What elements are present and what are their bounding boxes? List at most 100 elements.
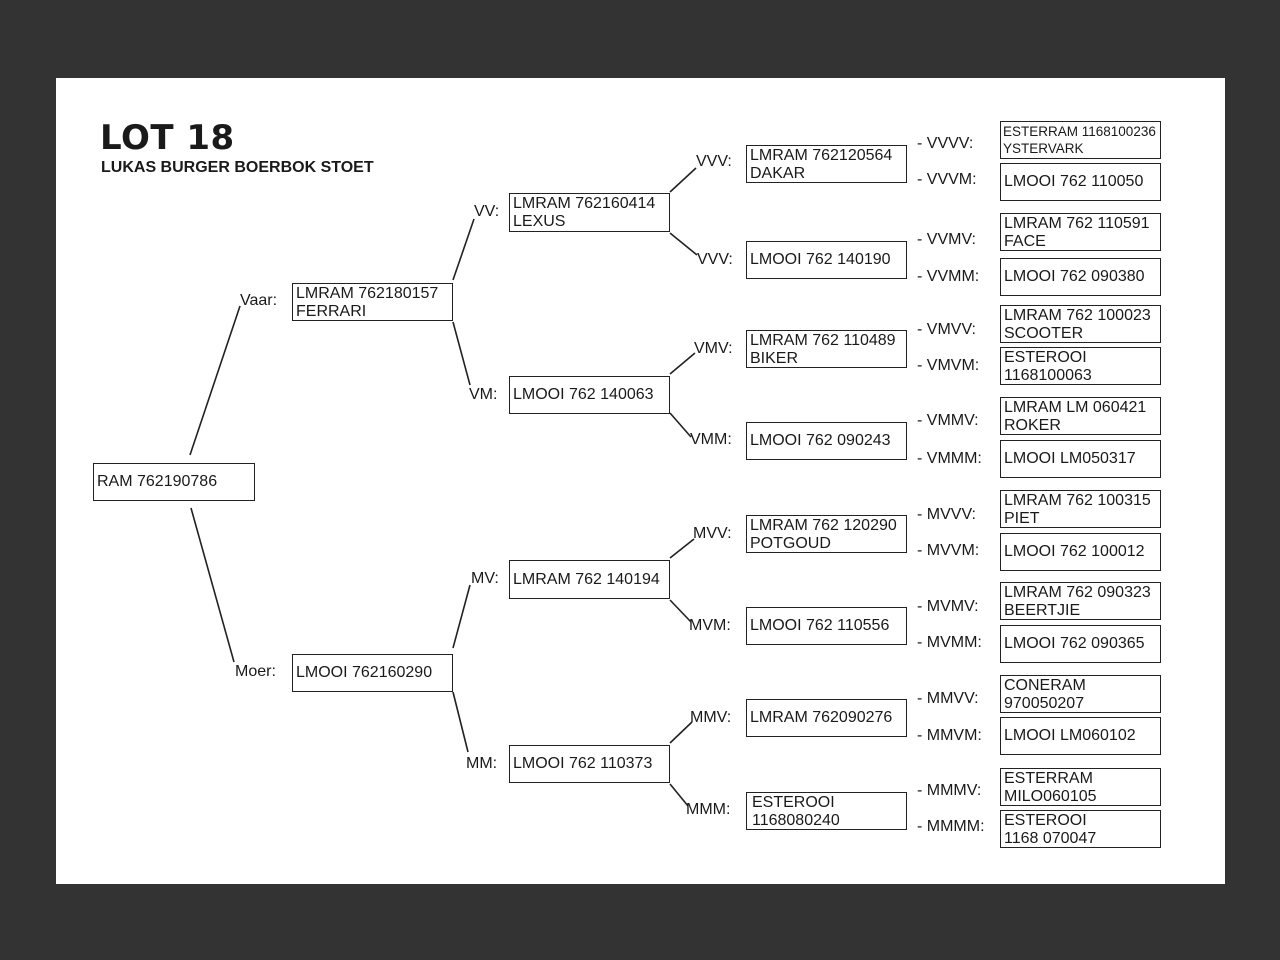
label-vvv: VVV: xyxy=(696,153,732,170)
box-vmvm: ESTEROOI 1168100063 xyxy=(1000,347,1161,385)
mmvv-number: 970050207 xyxy=(1004,695,1085,712)
label-mvvm: - MVVM: xyxy=(917,542,980,559)
vmvm-id: ESTEROOI xyxy=(1004,349,1087,366)
breeder-subtitle: LUKAS BURGER BOERBOK STOET xyxy=(101,159,374,176)
mmv-id: LMRAM 762090276 xyxy=(750,709,893,726)
label-moer: Moer: xyxy=(235,663,276,680)
box-moer: LMOOI 762160290 xyxy=(292,654,453,692)
mvvm-id: LMOOI 762 100012 xyxy=(1004,543,1145,560)
box-vmvv: LMRAM 762 100023 SCOOTER xyxy=(1000,305,1161,343)
connector-mvv xyxy=(669,538,695,559)
vmmm-id: LMOOI LM050317 xyxy=(1004,450,1136,467)
vm-id: LMOOI 762 140063 xyxy=(513,386,654,403)
box-mmv: LMRAM 762090276 xyxy=(746,699,907,737)
vvmv-id: LMRAM 762 110591 xyxy=(1004,215,1150,232)
box-vmmv: LMRAM LM 060421 ROKER xyxy=(1000,397,1161,435)
box-mvmv: LMRAM 762 090323 BEERTJIE xyxy=(1000,582,1161,620)
connector-vm xyxy=(452,321,471,386)
vaar-name: FERRARI xyxy=(296,303,367,320)
box-mmmv: ESTERRAM MILO060105 xyxy=(1000,768,1161,806)
box-mmm: ESTEROOI 1168080240 xyxy=(746,792,907,830)
vmvm-number: 1168100063 xyxy=(1004,367,1092,384)
moer-id: LMOOI 762160290 xyxy=(296,664,433,681)
connector-mv xyxy=(452,584,471,649)
connector-moer xyxy=(190,507,235,663)
box-vvvv: ESTERRAM 1168100236 YSTERVARK xyxy=(1000,121,1161,159)
connector-vmm xyxy=(669,412,692,438)
box-vmm: LMOOI 762 090243 xyxy=(746,422,907,460)
box-vv: LMRAM 762160414 LEXUS xyxy=(509,193,670,232)
vmv-id: LMRAM 762 110489 xyxy=(750,332,896,349)
mmmv-name: MILO060105 xyxy=(1004,788,1097,805)
vv-id: LMRAM 762160414 xyxy=(513,195,656,212)
mvv-id: LMRAM 762 120290 xyxy=(750,517,897,534)
mmvm-id: LMOOI LM060102 xyxy=(1004,727,1136,744)
mmmm-number: 1168 070047 xyxy=(1004,830,1097,847)
mmm-id: ESTEROOI xyxy=(752,794,835,811)
label-mmmv: - MMMV: xyxy=(917,782,982,799)
vvmv-name: FACE xyxy=(1004,233,1046,250)
box-mv: LMRAM 762 140194 xyxy=(509,560,670,599)
label-vvvm: - VVVM: xyxy=(917,171,977,188)
label-mmvm: - MMVM: xyxy=(917,727,982,744)
label-mvvv: - MVVV: xyxy=(917,506,976,523)
box-vvm: LMOOI 762 140190 xyxy=(746,241,907,279)
label-vmmm: - VMMM: xyxy=(917,450,982,467)
mvm-id: LMOOI 762 110556 xyxy=(750,617,890,634)
vmm-id: LMOOI 762 090243 xyxy=(750,432,891,449)
mmm-number: 1168080240 xyxy=(752,812,840,829)
box-vvvm: LMOOI 762 110050 xyxy=(1000,163,1161,201)
label-vmvm: - VMVM: xyxy=(917,357,980,374)
vmvv-id: LMRAM 762 100023 xyxy=(1004,307,1151,324)
label-mmmm: - MMMM: xyxy=(917,818,985,835)
lot-title: LOT 18 xyxy=(100,118,235,158)
box-vmmm: LMOOI LM050317 xyxy=(1000,440,1161,478)
box-mvmm: LMOOI 762 090365 xyxy=(1000,625,1161,663)
box-mmmm: ESTEROOI 1168 070047 xyxy=(1000,810,1161,848)
vvvv-id: ESTERRAM 1168100236 xyxy=(1003,124,1156,139)
box-vm: LMOOI 762 140063 xyxy=(509,376,670,414)
label-vv: VV: xyxy=(474,203,500,220)
connector-vv xyxy=(452,218,475,281)
label-vmv: VMV: xyxy=(694,340,733,357)
mmvv-id: CONERAM xyxy=(1004,677,1086,694)
vv-name: LEXUS xyxy=(513,213,566,230)
vmmv-id: LMRAM LM 060421 xyxy=(1004,399,1147,416)
label-mv: MV: xyxy=(471,570,499,587)
vmv-name: BIKER xyxy=(750,350,799,367)
label-mvm: MVM: xyxy=(689,617,731,634)
mmmv-id: ESTERRAM xyxy=(1004,770,1093,787)
connector-mm xyxy=(452,691,469,753)
subject-animal-box: RAM 762190786 xyxy=(93,463,255,501)
vvv-id: LMRAM 762120564 xyxy=(750,147,893,164)
connector-vvm xyxy=(669,232,698,256)
box-mmvm: LMOOI LM060102 xyxy=(1000,717,1161,755)
label-vmm: VMM: xyxy=(690,431,732,448)
label-vvmv: - VVMV: xyxy=(917,231,976,248)
connector-vmv xyxy=(669,352,696,375)
subject-animal-id: RAM 762190786 xyxy=(97,473,218,490)
label-vvmm: - VVMM: xyxy=(917,268,980,285)
label-vm: VM: xyxy=(469,386,498,403)
connector-mmv xyxy=(669,721,693,744)
box-vmv: LMRAM 762 110489 BIKER xyxy=(746,330,907,368)
mvmv-name: BEERTJIE xyxy=(1004,602,1081,619)
vvv-name: DAKAR xyxy=(750,165,806,182)
mm-id: LMOOI 762 110373 xyxy=(513,755,653,772)
mvv-name: POTGOUD xyxy=(750,535,831,552)
box-mm: LMOOI 762 110373 xyxy=(509,745,670,783)
mvvv-id: LMRAM 762 100315 xyxy=(1004,492,1151,509)
connector-vaar xyxy=(189,305,241,456)
vmmv-name: ROKER xyxy=(1004,417,1061,434)
mv-id: LMRAM 762 140194 xyxy=(513,570,660,588)
vmvv-name: SCOOTER xyxy=(1004,325,1084,342)
mvmm-id: LMOOI 762 090365 xyxy=(1004,635,1145,652)
mmmm-id: ESTEROOI xyxy=(1004,812,1087,829)
box-mvv: LMRAM 762 120290 POTGOUD xyxy=(746,515,907,553)
vvvm-id: LMOOI 762 110050 xyxy=(1004,173,1144,190)
vvm-id: LMOOI 762 140190 xyxy=(750,251,891,268)
box-mmvv: CONERAM 970050207 xyxy=(1000,675,1161,713)
connector-mmm xyxy=(669,783,689,807)
box-vvmm: LMOOI 762 090380 xyxy=(1000,258,1161,296)
